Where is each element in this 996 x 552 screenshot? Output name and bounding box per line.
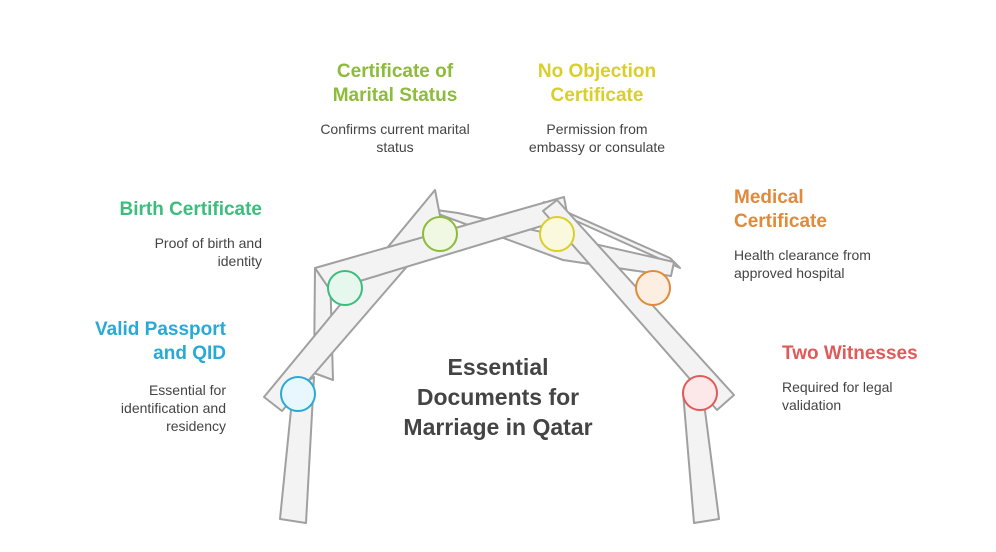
diagram-title-line: Documents for xyxy=(416,384,580,410)
node-valid-passport xyxy=(280,376,316,412)
doc-desc-line: Proof of birth and xyxy=(154,235,262,251)
node-medical-certificate xyxy=(635,270,671,306)
doc-title-line: and QID xyxy=(153,343,226,364)
doc-title-line: Marital Status xyxy=(332,85,458,106)
doc-desc-marital-status: Confirms current marital status xyxy=(295,120,495,156)
plank-right-outer xyxy=(682,391,720,524)
doc-desc-line: Permission from xyxy=(546,121,648,137)
doc-desc-line: Essential for xyxy=(148,382,226,398)
doc-desc-line: Required for legal xyxy=(782,379,893,395)
doc-title-marital-status: Certificate of Marital Status xyxy=(295,60,495,108)
doc-title-no-objection: No Objection Certificate xyxy=(497,60,697,108)
doc-title-line: Certificate xyxy=(550,85,644,106)
doc-title-valid-passport: Valid Passport and QID xyxy=(26,318,226,366)
node-birth-certificate xyxy=(327,270,363,306)
doc-desc-line: identity xyxy=(217,253,262,269)
doc-desc-line: status xyxy=(376,139,414,155)
doc-desc-line: approved hospital xyxy=(734,265,845,281)
doc-desc-line: Confirms current marital xyxy=(320,121,470,137)
doc-desc-line: identification and xyxy=(120,400,226,416)
doc-desc-no-objection: Permission from embassy or consulate xyxy=(497,120,697,156)
doc-desc-two-witnesses: Required for legal validation xyxy=(782,378,982,414)
doc-desc-valid-passport: Essential for identification and residen… xyxy=(26,381,226,435)
doc-title-line: No Objection xyxy=(537,61,657,82)
doc-desc-line: validation xyxy=(782,397,842,413)
doc-desc-line: residency xyxy=(166,418,226,434)
doc-desc-birth-certificate: Proof of birth and identity xyxy=(42,234,262,270)
node-no-objection xyxy=(539,216,575,252)
doc-title-two-witnesses: Two Witnesses xyxy=(782,342,982,366)
plank-right-diag xyxy=(542,199,735,411)
doc-title-line: Certificate of xyxy=(336,61,454,82)
node-two-witnesses xyxy=(682,375,718,411)
diagram-title: Essential Documents for Marriage in Qata… xyxy=(378,352,618,442)
doc-desc-medical-certificate: Health clearance from approved hospital xyxy=(734,246,954,282)
doc-title-line: Valid Passport xyxy=(95,319,226,340)
doc-title-line: Medical xyxy=(734,187,804,208)
diagram-title-line: Essential xyxy=(447,354,549,380)
doc-title-birth-certificate: Birth Certificate xyxy=(42,198,262,222)
diagram-title-line: Marriage in Qatar xyxy=(403,414,593,440)
doc-desc-line: Health clearance from xyxy=(734,247,871,263)
node-marital-status xyxy=(422,216,458,252)
doc-title-line: Two Witnesses xyxy=(782,343,918,364)
doc-desc-line: embassy or consulate xyxy=(528,139,666,155)
doc-title-line: Certificate xyxy=(734,211,827,232)
doc-title-line: Birth Certificate xyxy=(119,199,262,220)
doc-title-medical-certificate: Medical Certificate xyxy=(734,186,954,234)
